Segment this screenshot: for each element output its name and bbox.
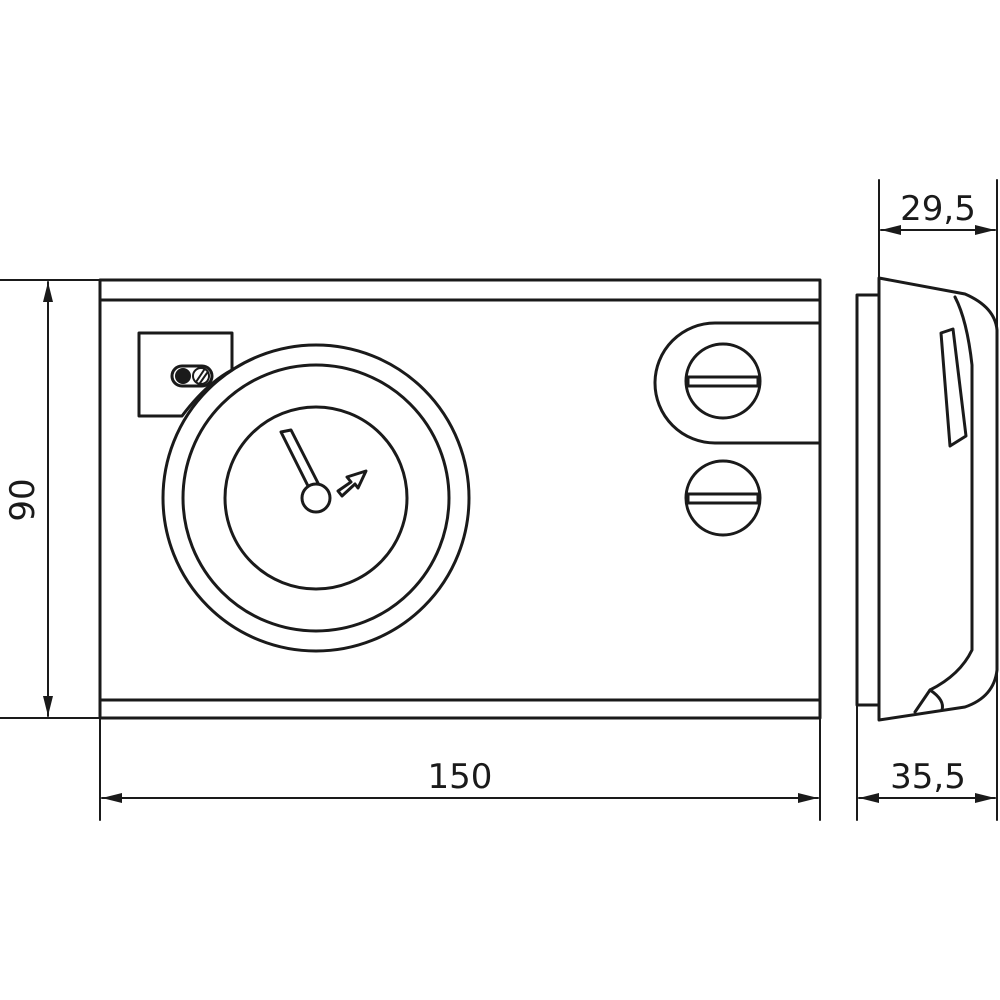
slotted-screw-icon bbox=[684, 459, 762, 537]
side-bottom-detail bbox=[928, 688, 944, 712]
dial-inner-ring bbox=[181, 363, 451, 633]
dimension-depth-total: 35,5 bbox=[856, 669, 998, 821]
dimension-width: 150 bbox=[99, 717, 821, 821]
control-dial bbox=[161, 343, 471, 653]
front-housing-outline bbox=[98, 278, 822, 720]
depth-front-label: 29,5 bbox=[900, 189, 976, 229]
front-view bbox=[98, 278, 822, 720]
clock-hand-arrow-icon bbox=[279, 428, 368, 514]
depth-total-label: 35,5 bbox=[890, 757, 966, 797]
height-label: 90 bbox=[3, 478, 43, 521]
dial-knob bbox=[223, 405, 409, 591]
screw-slot-outline bbox=[653, 321, 822, 445]
dimension-depth-front: 29,5 bbox=[878, 179, 998, 331]
width-label: 150 bbox=[428, 757, 493, 797]
side-front-contour bbox=[913, 295, 974, 714]
switch-panel bbox=[137, 331, 234, 418]
toggle-switch-icon bbox=[170, 364, 214, 388]
side-dial-profile bbox=[939, 327, 968, 448]
screw-slot bbox=[653, 321, 822, 537]
dial-outer-ring bbox=[161, 343, 471, 653]
side-view bbox=[855, 276, 999, 722]
side-housing-outline bbox=[877, 276, 999, 722]
slotted-screw-icon bbox=[684, 342, 762, 420]
side-base-plate bbox=[855, 293, 881, 707]
dimension-height: 90 bbox=[0, 279, 101, 719]
